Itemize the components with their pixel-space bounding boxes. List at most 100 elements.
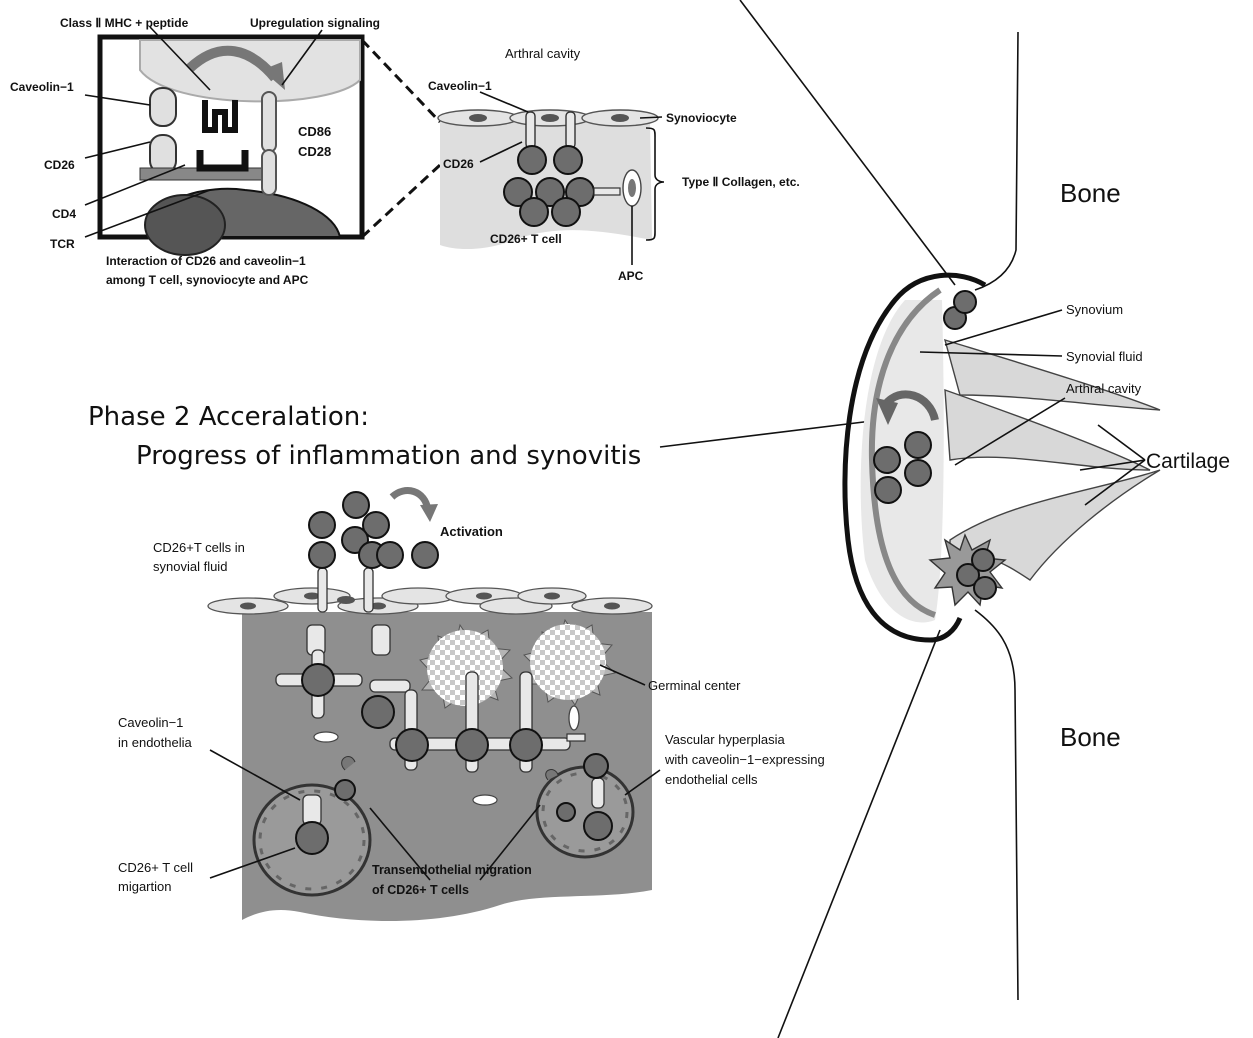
t-cell — [362, 696, 394, 728]
cd26-t-cell-label: CD26+ T cell — [490, 232, 562, 246]
arthral-cavity-label: Arthral cavity — [1066, 381, 1142, 396]
t-cell — [456, 729, 488, 761]
t-cell — [296, 822, 328, 854]
joint-illustration: Bone Bone Synovium Synovial fluid Arthra… — [660, 0, 1230, 1038]
t-cell — [874, 447, 900, 473]
cd26-stalk — [372, 625, 390, 655]
cd26-stalk — [318, 568, 327, 612]
cells-fluid-label-line2: synovial fluid — [153, 559, 227, 574]
apc-label: APC — [618, 269, 644, 283]
apc-nucleus — [628, 179, 636, 197]
bone-top-outline — [975, 32, 1018, 290]
phase2-title-line1: Phase 2 Acceralation: — [88, 402, 369, 432]
t-cell — [584, 812, 612, 840]
cd4-label: CD4 — [52, 207, 76, 221]
arrow-head-icon — [420, 504, 438, 522]
t-cell — [309, 542, 335, 568]
inset-caption-line2: among T cell, synoviocyte and APC — [106, 273, 309, 287]
leader-phase1 — [740, 0, 955, 285]
cd86-column — [262, 92, 276, 152]
t-cell — [396, 729, 428, 761]
germinal-center — [530, 624, 606, 700]
t-cell — [905, 460, 931, 486]
arthral-cavity-label: Arthral cavity — [505, 46, 581, 61]
t-cell — [972, 549, 994, 571]
t-cell — [557, 803, 575, 821]
apc-cell — [473, 795, 497, 805]
receptor-bar — [594, 188, 620, 195]
synoviocyte-label: Synoviocyte — [666, 111, 737, 125]
cd26-interaction-inset: Class Ⅱ MHC + peptide Upregulation signa… — [10, 16, 440, 287]
synoviocyte-nucleus — [541, 114, 559, 122]
t-cell — [954, 291, 976, 313]
t-cell — [554, 146, 582, 174]
bone-top-label: Bone — [1060, 178, 1121, 208]
cd28-label: CD28 — [298, 144, 331, 159]
t-cell-nucleus — [145, 195, 225, 255]
cd86-label: CD86 — [298, 124, 331, 139]
vascular-label-line2: with caveolin−1−expressing — [664, 752, 825, 767]
class-mhc-label: Class Ⅱ MHC + peptide — [60, 16, 189, 30]
synoviocyte-row — [208, 588, 652, 614]
apc-cell — [569, 706, 579, 730]
t-cell — [343, 492, 369, 518]
cd26-stalk — [364, 568, 373, 612]
germinal-center — [427, 630, 503, 706]
t-cell — [974, 577, 996, 599]
t-cell — [335, 780, 355, 800]
vascular-label-line3: endothelial cells — [665, 772, 758, 787]
t-cell — [875, 477, 901, 503]
caveolin-endo-label-line1: Caveolin−1 — [118, 715, 183, 730]
synoviocyte-nucleus — [469, 114, 487, 122]
leader-synoviocyte — [640, 117, 662, 118]
inset-caption-line1: Interaction of CD26 and caveolin−1 — [106, 254, 306, 268]
transendo-label-line2: of CD26+ T cells — [372, 883, 469, 897]
cd26-stalk — [592, 778, 604, 808]
caveolin-endo-label-line2: in endothelia — [118, 735, 192, 750]
caveolin-column — [150, 88, 176, 126]
t-cell — [412, 542, 438, 568]
vessel-right — [537, 767, 633, 857]
leader-caveolin — [480, 92, 528, 112]
t-cell — [552, 198, 580, 226]
bone-bottom-label: Bone — [1060, 722, 1121, 752]
cd26-label: CD26 — [44, 158, 75, 172]
cd26-stalk — [303, 795, 321, 825]
t-cell — [302, 664, 334, 696]
caveolin-label: Caveolin−1 — [428, 79, 492, 93]
t-cell — [377, 542, 403, 568]
cd26-migration-label-line2: migartion — [118, 879, 171, 894]
synovium-section-top: Arthral cavity Caveolin−1 Synoviocyte CD… — [428, 46, 800, 283]
type2-collagen-label: Type Ⅱ Collagen, etc. — [682, 175, 800, 189]
t-cell — [518, 146, 546, 174]
transendo-label-line1: Transendothelial migration — [372, 863, 532, 877]
upregulation-label: Upregulation signaling — [250, 16, 380, 30]
t-cell — [584, 754, 608, 778]
t-cell — [510, 729, 542, 761]
cd26-stalk — [566, 112, 575, 148]
synovium-label: Synovium — [1066, 302, 1123, 317]
t-cell — [520, 198, 548, 226]
phase2-title-line2: Progress of inflammation and synovitis — [136, 441, 641, 471]
cd26-stalk — [526, 112, 535, 148]
cells-fluid-label-line1: CD26+T cells in — [153, 540, 245, 555]
phase2-illustration: Activation CD26+T cells in synovial flui… — [118, 491, 825, 921]
zoom-connector-bottom — [362, 165, 440, 237]
leader-phase3 — [778, 630, 940, 1038]
activation-label: Activation — [440, 524, 503, 539]
t-cell — [905, 432, 931, 458]
cartilage-label: Cartilage — [1146, 450, 1230, 473]
receptor-bar — [567, 734, 585, 741]
cd26-column — [150, 135, 176, 173]
cd28-column — [262, 150, 276, 195]
vascular-label-line1: Vascular hyperplasia — [665, 732, 785, 747]
tcr-label: TCR — [50, 237, 75, 251]
t-cell — [309, 512, 335, 538]
caveolin-label: Caveolin−1 — [10, 80, 74, 94]
cd26-bar — [370, 680, 410, 692]
cd26-migration-label-line1: CD26+ T cell — [118, 860, 193, 875]
synoviocyte-nucleus — [611, 114, 629, 122]
cd26-label: CD26 — [443, 157, 474, 171]
